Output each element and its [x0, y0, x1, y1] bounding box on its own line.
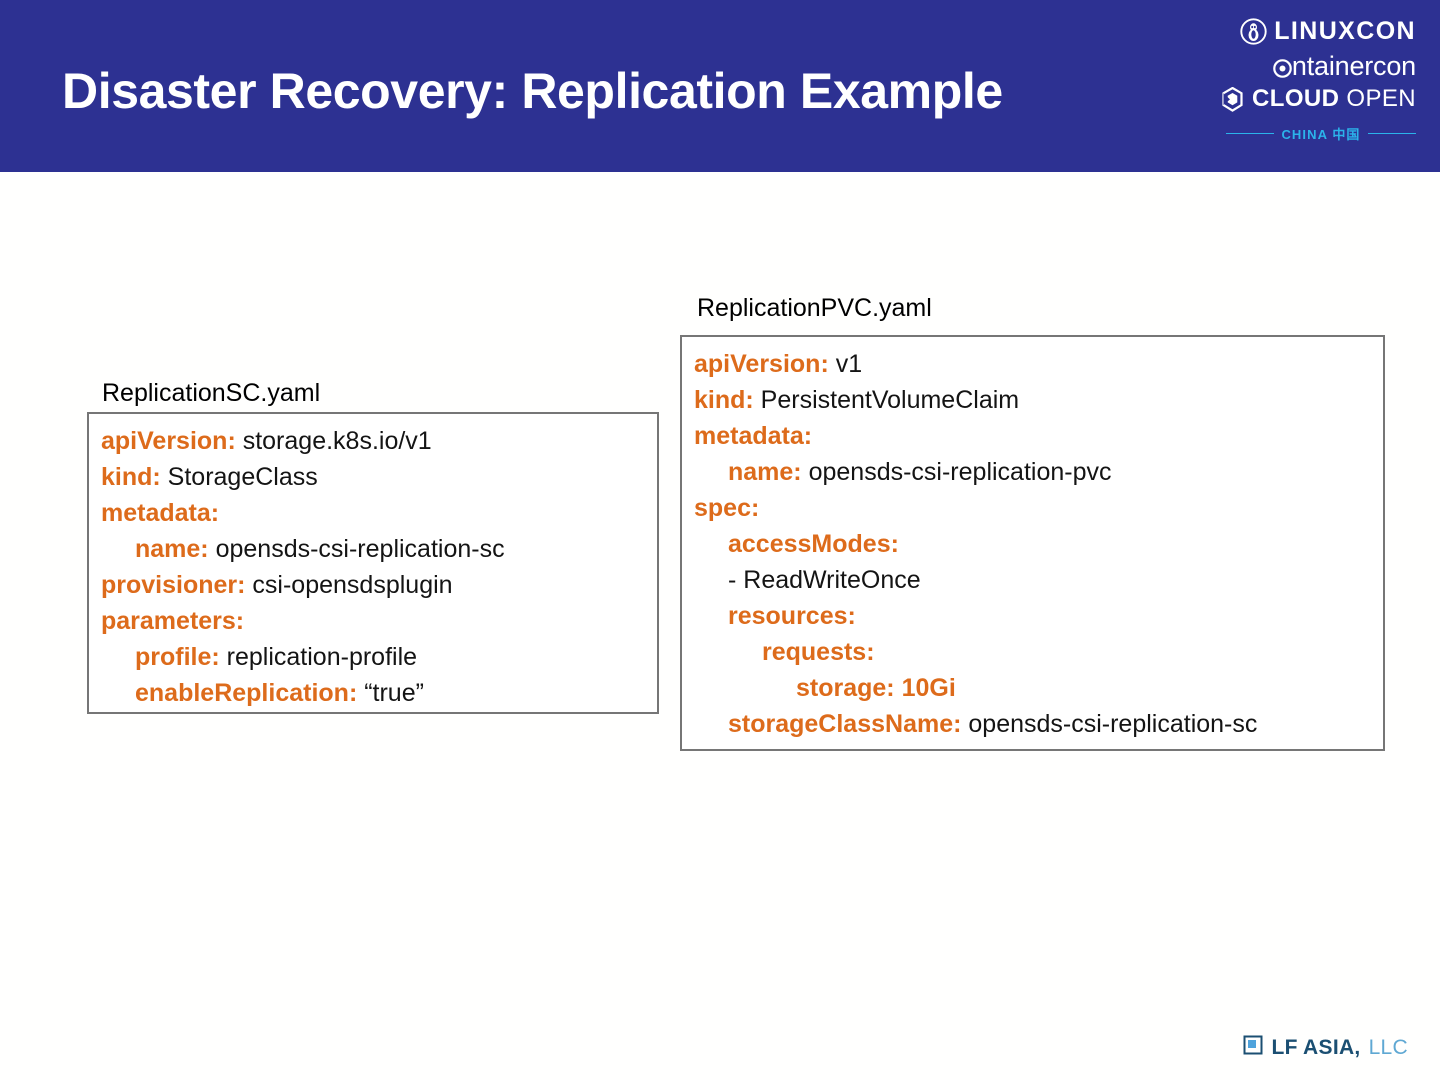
yaml-value: “true”	[357, 679, 424, 707]
yaml-key: metadata:	[694, 422, 813, 450]
containercon-wordmark: ntainercon	[1273, 53, 1416, 80]
divider-right	[1367, 132, 1416, 134]
yaml-key: storage:	[796, 674, 895, 702]
lf-asia-text: LF ASIA,	[1271, 1035, 1361, 1059]
lf-asia-logo: LF ASIA, LLC	[1243, 1035, 1408, 1060]
yaml-key: profile:	[135, 643, 220, 671]
yaml-line: apiVersion: v1	[694, 346, 1383, 382]
containercon-logo-row: ntainercon	[1226, 48, 1416, 82]
cloudopen-hex-icon	[1220, 86, 1245, 112]
linux-penguin-icon	[1240, 17, 1267, 45]
linuxcon-logo-row: LINUXCON	[1226, 14, 1416, 48]
country-row: CHINA 中国	[1225, 125, 1416, 142]
yaml-value: storage.k8s.io/v1	[235, 427, 432, 455]
yaml-line: resources:	[694, 598, 1383, 634]
yaml-key: resources:	[728, 602, 856, 630]
containercon-o-target-icon	[1273, 53, 1292, 80]
yaml-line: accessModes:	[694, 526, 1383, 562]
yaml-key: kind:	[101, 463, 161, 491]
yaml-line: kind: StorageClass	[101, 459, 657, 495]
yaml-line: enableReplication: “true”	[101, 675, 657, 711]
yaml-line: storage: 10Gi	[694, 670, 1383, 706]
yaml-line: metadata:	[101, 495, 657, 531]
yaml-key: parameters:	[101, 607, 245, 635]
yaml-value: v1	[828, 350, 863, 378]
yaml-value: 10Gi	[894, 674, 956, 702]
yaml-line: profile: replication-profile	[101, 639, 657, 675]
yaml-value: StorageClass	[160, 463, 318, 491]
open-wordmark: OPEN	[1346, 85, 1416, 112]
yaml-value: csi-opensdsplugin	[245, 571, 453, 599]
yaml-line: spec:	[694, 490, 1383, 526]
containercon-text-tail: ntainercon	[1291, 51, 1416, 81]
yaml-line: apiVersion: storage.k8s.io/v1	[101, 423, 657, 459]
yaml-line: kind: PersistentVolumeClaim	[694, 382, 1383, 418]
yaml-line: parameters:	[101, 603, 657, 639]
yaml-key: requests:	[762, 638, 875, 666]
yaml-key: spec:	[694, 494, 760, 522]
yaml-value: PersistentVolumeClaim	[753, 386, 1020, 414]
yaml-line: provisioner: csi-opensdsplugin	[101, 567, 657, 603]
yaml-key: name:	[135, 535, 209, 563]
replicationsc-filename-label: ReplicationSC.yaml	[102, 379, 321, 407]
yaml-line: name: opensds-csi-replication-pvc	[694, 454, 1383, 490]
replicationpvc-filename-label: ReplicationPVC.yaml	[697, 294, 932, 322]
country-label: CHINA 中国	[1281, 126, 1361, 142]
yaml-line: name: opensds-csi-replication-sc	[101, 531, 657, 567]
yaml-key: storageClassName:	[728, 710, 962, 738]
yaml-line: - ReadWriteOnce	[694, 562, 1383, 598]
lf-llc-text: LLC	[1368, 1035, 1408, 1059]
yaml-key: enableReplication:	[135, 679, 358, 707]
yaml-value: opensds-csi-replication-sc	[961, 710, 1258, 738]
yaml-key: accessModes:	[728, 530, 899, 558]
yaml-key: apiVersion:	[101, 427, 236, 455]
yaml-line: requests:	[694, 634, 1383, 670]
page-title: Disaster Recovery: Replication Example	[62, 63, 1003, 119]
yaml-line: storageClassName: opensds-csi-replicatio…	[694, 706, 1383, 742]
yaml-value: opensds-csi-replication-sc	[208, 535, 505, 563]
lf-square-icon	[1243, 1035, 1263, 1060]
yaml-key: apiVersion:	[694, 350, 829, 378]
linuxcon-wordmark: LINUXCON	[1274, 16, 1416, 45]
yaml-value: - ReadWriteOnce	[728, 566, 921, 594]
divider-left	[1225, 132, 1275, 134]
yaml-key: name:	[728, 458, 802, 486]
slide-header-bar	[0, 0, 1440, 172]
yaml-key: kind:	[694, 386, 754, 414]
cloud-wordmark: CLOUD	[1252, 85, 1340, 112]
yaml-key: provisioner:	[101, 571, 246, 599]
yaml-key: metadata:	[101, 499, 220, 527]
yaml-line: metadata:	[694, 418, 1383, 454]
yaml-value: replication-profile	[219, 643, 418, 671]
yaml-value: opensds-csi-replication-pvc	[801, 458, 1112, 486]
